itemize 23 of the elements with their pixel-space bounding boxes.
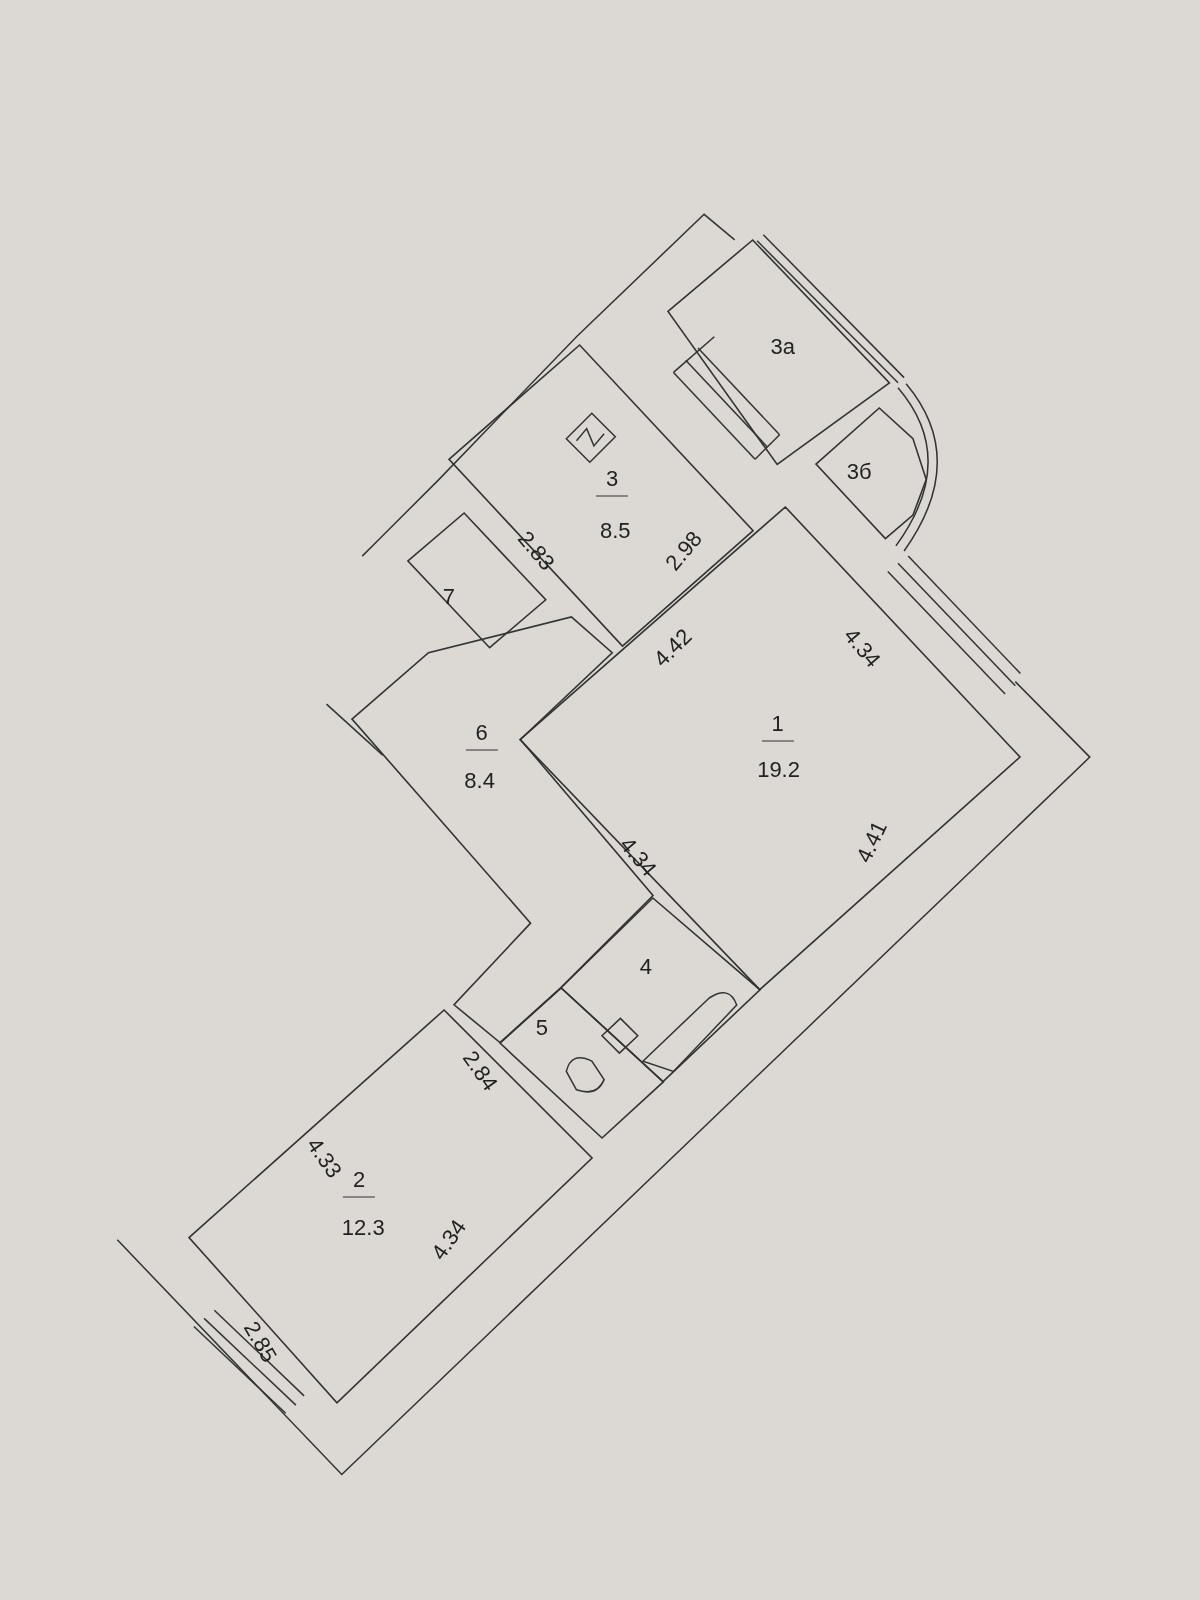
room bbox=[188, 1010, 592, 1404]
dimension-label: 4.33 bbox=[303, 1134, 346, 1182]
room-number: 3 bbox=[596, 467, 629, 496]
room-number: 3б bbox=[846, 461, 872, 484]
room-number: 6 bbox=[465, 721, 498, 751]
room bbox=[352, 617, 654, 1043]
room-area: 8.4 bbox=[464, 769, 495, 792]
room bbox=[816, 408, 927, 539]
dimension-label: 4.34 bbox=[840, 624, 885, 672]
room-area: 19.2 bbox=[757, 759, 800, 782]
room-number: 7 bbox=[442, 585, 456, 608]
dimension-label: 4.41 bbox=[853, 817, 892, 866]
room-number: 2 bbox=[343, 1168, 376, 1197]
dimension-label: 4.42 bbox=[650, 625, 697, 671]
room bbox=[500, 987, 664, 1138]
dimension-label: 4.34 bbox=[615, 833, 660, 881]
room-area: 8.5 bbox=[600, 519, 631, 542]
room-number: 5 bbox=[535, 1016, 548, 1039]
room-number: 3а bbox=[770, 335, 795, 358]
room-number: 4 bbox=[639, 956, 653, 979]
room-area: 12.3 bbox=[341, 1216, 385, 1239]
room-number: 1 bbox=[761, 712, 794, 742]
room bbox=[561, 897, 761, 1082]
